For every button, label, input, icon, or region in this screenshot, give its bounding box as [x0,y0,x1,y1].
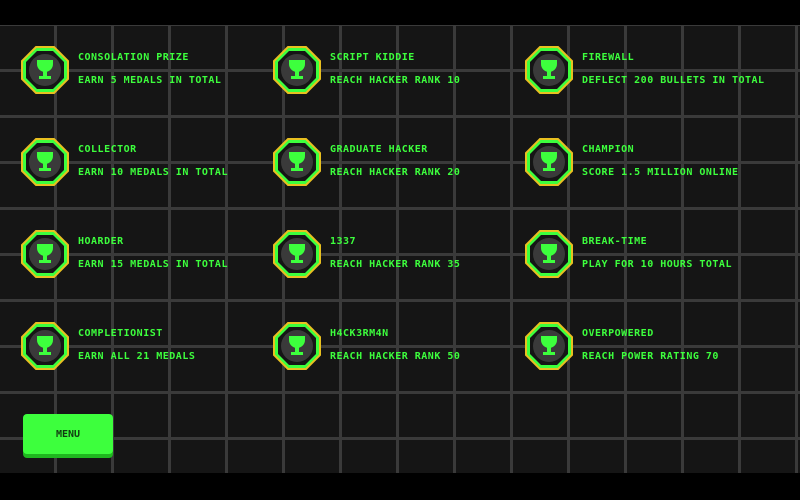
trophy-medal-icon [21,138,69,186]
trophy-medal-icon [21,322,69,370]
medal-description: REACH HACKER RANK 10 [330,75,461,86]
menu-button[interactable]: MENU [23,414,113,454]
medals-screen: CONSOLATION PRIZE EARN 5 MEDALS IN TOTAL… [0,25,800,473]
trophy-medal-icon [21,230,69,278]
medal-item: FIREWALL DEFLECT 200 BULLETS IN TOTAL [525,46,800,96]
medal-description: REACH POWER RATING 70 [582,351,719,362]
medal-description: SCORE 1.5 MILLION ONLINE [582,167,739,178]
medal-title: CONSOLATION PRIZE [78,52,189,63]
trophy-medal-icon [525,322,573,370]
medal-description: EARN 10 MEDALS IN TOTAL [78,167,228,178]
trophy-medal-icon [525,230,573,278]
medal-item: BREAK-TIME PLAY FOR 10 HOURS TOTAL [525,230,800,280]
medal-description: REACH HACKER RANK 35 [330,259,461,270]
medal-item: SCRIPT KIDDIE REACH HACKER RANK 10 [273,46,573,96]
trophy-medal-icon [525,46,573,94]
medal-item: OVERPOWERED REACH POWER RATING 70 [525,322,800,372]
trophy-medal-icon [21,46,69,94]
medal-item: 1337 REACH HACKER RANK 35 [273,230,573,280]
medal-title: HOARDER [78,236,124,247]
medal-item: GRADUATE HACKER REACH HACKER RANK 20 [273,138,573,188]
medal-description: EARN 15 MEDALS IN TOTAL [78,259,228,270]
medal-item: COLLECTOR EARN 10 MEDALS IN TOTAL [21,138,321,188]
medal-title: FIREWALL [582,52,635,63]
medal-title: OVERPOWERED [582,328,654,339]
trophy-medal-icon [525,138,573,186]
medal-title: COLLECTOR [78,144,137,155]
medal-item: HOARDER EARN 15 MEDALS IN TOTAL [21,230,321,280]
medal-title: BREAK-TIME [582,236,648,247]
medal-description: DEFLECT 200 BULLETS IN TOTAL [582,75,765,86]
medal-description: PLAY FOR 10 HOURS TOTAL [582,259,732,270]
medal-title: H4CK3RM4N [330,328,389,339]
trophy-medal-icon [273,46,321,94]
medal-title: 1337 [330,236,357,247]
medal-title: GRADUATE HACKER [330,144,428,155]
trophy-medal-icon [273,230,321,278]
medal-title: COMPLETIONIST [78,328,163,339]
medal-item: COMPLETIONIST EARN ALL 21 MEDALS [21,322,321,372]
medal-description: REACH HACKER RANK 50 [330,351,461,362]
trophy-medal-icon [273,138,321,186]
medal-item: CHAMPION SCORE 1.5 MILLION ONLINE [525,138,800,188]
medal-description: REACH HACKER RANK 20 [330,167,461,178]
trophy-medal-icon [273,322,321,370]
medal-description: EARN ALL 21 MEDALS [78,351,196,362]
medal-title: CHAMPION [582,144,635,155]
medal-item: H4CK3RM4N REACH HACKER RANK 50 [273,322,573,372]
medal-description: EARN 5 MEDALS IN TOTAL [78,75,222,86]
medal-item: CONSOLATION PRIZE EARN 5 MEDALS IN TOTAL [21,46,321,96]
medal-title: SCRIPT KIDDIE [330,52,415,63]
